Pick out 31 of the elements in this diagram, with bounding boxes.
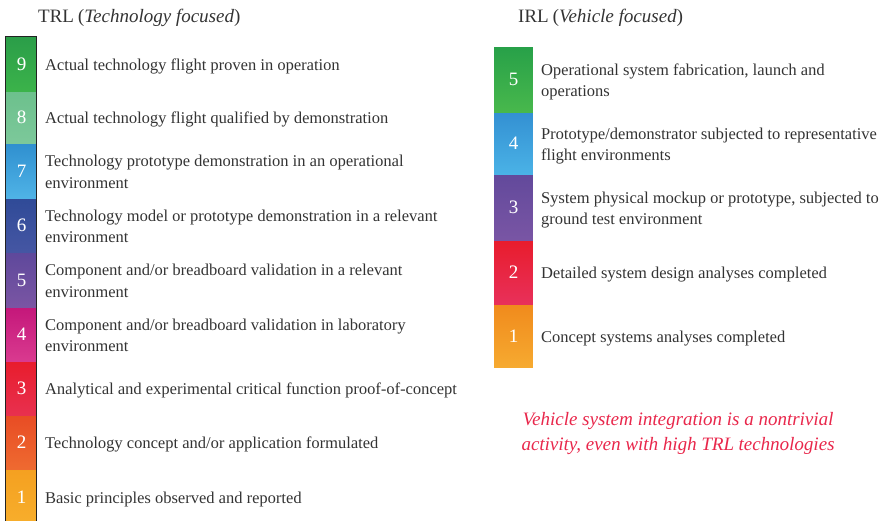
level-cell: 1 bbox=[494, 305, 533, 368]
level-cell: 3 bbox=[6, 362, 37, 416]
level-description: Operational system fabrication, launch and operations bbox=[540, 58, 826, 102]
level-cell: 5 bbox=[6, 253, 37, 308]
level-cell: 2 bbox=[494, 241, 533, 305]
level-cell: 8 bbox=[6, 92, 37, 144]
level-description: Technology concept and/or application formulated bbox=[44, 432, 380, 454]
level-cell: 6 bbox=[6, 199, 37, 253]
level-description: Technology prototype demonstration in an operational environment bbox=[44, 150, 405, 193]
level-cell: 9 bbox=[6, 37, 37, 92]
level-description: Detailed system design analyses completed bbox=[540, 262, 828, 284]
level-description: Actual technology flight proven in operation bbox=[44, 54, 341, 76]
level-description: Component and/or breadboard validation in laboratory environment bbox=[44, 314, 407, 356]
level-cell: 3 bbox=[494, 175, 533, 241]
level-cell: 4 bbox=[6, 308, 37, 362]
level-cell: 2 bbox=[6, 416, 37, 470]
note-text: Vehicle system integration is a nontrivial activity, even with high TRL technologies bbox=[520, 408, 836, 457]
level-cell: 5 bbox=[494, 47, 533, 113]
level-description: Prototype/demonstrator subjected to representative flight environments bbox=[540, 122, 878, 166]
level-description: Basic principles observed and reported bbox=[44, 487, 303, 509]
level-description: Concept systems analyses completed bbox=[540, 326, 786, 348]
level-cell: 4 bbox=[494, 113, 533, 175]
level-cell: 1 bbox=[6, 470, 37, 521]
level-description: Technology model or prototype demonstration in a relevant environment bbox=[44, 204, 438, 248]
column-heading: IRL (Vehicle focused) bbox=[518, 6, 683, 28]
level-cell: 7 bbox=[6, 144, 37, 199]
level-description: Analytical and experimental critical function proof-of-concept bbox=[44, 378, 458, 400]
level-description: Actual technology flight qualified by demonstration bbox=[44, 107, 390, 129]
level-description: Component and/or breadboard validation in a relevant environment bbox=[44, 259, 404, 302]
column-heading: TRL (Technology focused) bbox=[38, 6, 240, 28]
level-description: System physical mockup or prototype, subjected to ground test environment bbox=[540, 186, 880, 230]
